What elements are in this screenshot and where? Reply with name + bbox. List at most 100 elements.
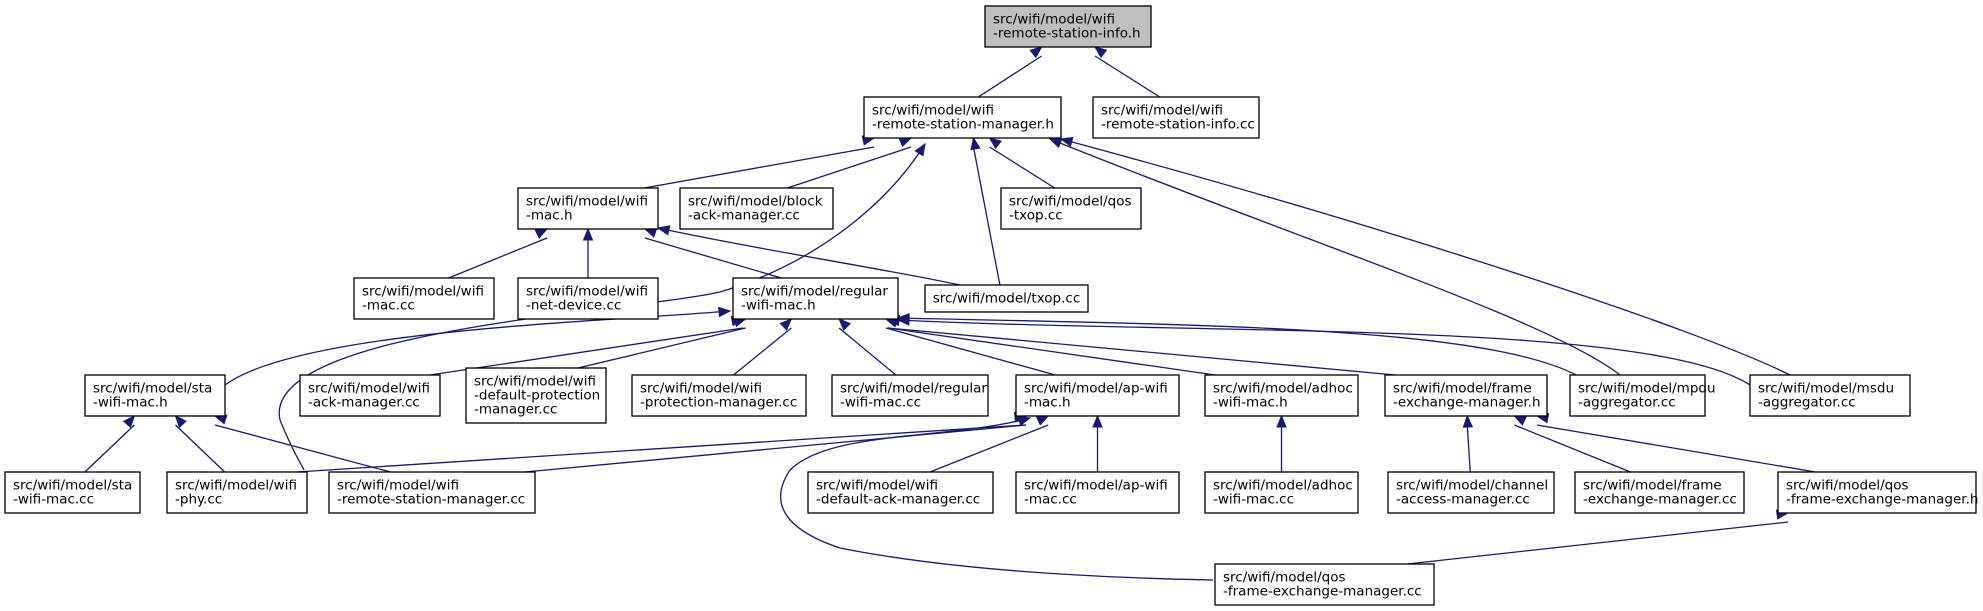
node-info_h[interactable]: src/wifi/model/wifi-remote-station-info.…: [984, 5, 1152, 48]
edge-regmac_h-to-ackman_cc: [429, 327, 744, 376]
node-label-line: -remote-station-manager.h: [872, 117, 1054, 133]
node-label-line: -txop.cc: [1009, 208, 1063, 224]
edge-fem_h-to-fem_cc: [1514, 424, 1631, 473]
edge-wifimac_h-to-wifimac_cc: [448, 237, 548, 279]
node-info_cc[interactable]: src/wifi/model/wifi-remote-station-info.…: [1092, 96, 1260, 139]
arrowhead-info_h-to-rsm_h: [1029, 46, 1043, 59]
edge-stamac_h-to-stamac_cc: [84, 424, 135, 473]
node-label-line: -access-manager.cc: [1396, 492, 1530, 508]
node-rsm_h[interactable]: src/wifi/model/wifi-remote-station-manag…: [863, 96, 1062, 139]
node-label-line: -exchange-manager.h: [1393, 395, 1541, 411]
node-label-line: -remote-station-info.cc: [1101, 117, 1255, 133]
arrowhead-wifimac_h-to-txop_cc: [656, 225, 671, 236]
node-qosfem_h[interactable]: src/wifi/model/qos-frame-exchange-manage…: [1777, 471, 1978, 514]
node-box-protman_cc: [631, 374, 807, 417]
node-rsm_cc[interactable]: src/wifi/model/wifi-remote-station-manag…: [328, 471, 536, 514]
node-stamac_cc[interactable]: src/wifi/model/sta-wifi-mac.cc: [4, 471, 141, 514]
node-mpdu_cc[interactable]: src/wifi/model/mpdu-aggregator.cc: [1569, 374, 1716, 417]
node-label-line: src/wifi/model/adhoc: [1213, 478, 1353, 494]
node-box-wifimac_cc: [353, 277, 495, 320]
node-box-fem_cc: [1574, 471, 1745, 514]
node-label-line: src/wifi/model/wifi: [816, 478, 938, 494]
node-label-line: -protection-manager.cc: [640, 395, 797, 411]
node-phy_cc[interactable]: src/wifi/model/wifi-phy.cc: [166, 471, 308, 514]
node-label-line: -mac.h: [526, 208, 573, 224]
node-txop_cc[interactable]: src/wifi/model/txop.cc: [924, 284, 1089, 313]
node-label-line: src/wifi/model/wifi: [362, 284, 484, 300]
node-label-line: src/wifi/model/ap-wifi: [1024, 478, 1168, 494]
node-box-txop_cc: [924, 284, 1089, 313]
node-defprot_cc[interactable]: src/wifi/model/wifi-default-protection-m…: [465, 367, 607, 424]
arrowhead-fem_h-to-fem_cc: [1513, 415, 1528, 426]
node-regmac_cc[interactable]: src/wifi/model/regular-wifi-mac.cc: [831, 374, 989, 417]
node-label-line: -aggregator.cc: [1758, 395, 1856, 411]
node-protman_cc[interactable]: src/wifi/model/wifi-protection-manager.c…: [631, 374, 807, 417]
node-adhocmac_cc[interactable]: src/wifi/model/adhoc-wifi-mac.cc: [1204, 471, 1359, 514]
node-label-line: -ack-manager.cc: [688, 208, 800, 224]
node-msdu_cc[interactable]: src/wifi/model/msdu-aggregator.cc: [1749, 374, 1911, 417]
edge-regmac_h-to-protman_cc: [733, 327, 792, 376]
edge-rsm_h-to-qostxop_cc: [989, 146, 1056, 189]
node-label-line: src/wifi/model/wifi: [526, 284, 648, 300]
edge-info_h-to-info_cc: [1094, 55, 1161, 98]
node-baman_cc[interactable]: src/wifi/model/block-ack-manager.cc: [679, 187, 834, 230]
node-label-line: -frame-exchange-manager.cc: [1223, 584, 1422, 600]
node-fem_cc[interactable]: src/wifi/model/frame-exchange-manager.cc: [1574, 471, 1745, 514]
node-chaccess_cc[interactable]: src/wifi/model/channel-access-manager.cc: [1387, 471, 1555, 514]
edge-rsm_h-to-wifimac_h: [644, 146, 875, 189]
node-regmac_h[interactable]: src/wifi/model/regular-wifi-mac.h: [732, 277, 899, 320]
edge-fem_h-to-qosfem_h: [1536, 424, 1816, 473]
node-defack_cc[interactable]: src/wifi/model/wifi-default-ack-manager.…: [807, 471, 994, 514]
edge-regmac_h-to-fem_h: [887, 327, 1396, 376]
graph-nodes: src/wifi/model/wifi -remote-station-info.…: [4, 5, 1978, 606]
arrowhead-rsm_h-to-msdu_cc: [1059, 136, 1074, 148]
edge-wifimac_h-to-regmac_h: [644, 237, 782, 279]
arrowhead-regmac_h-to-msdu_cc: [896, 315, 910, 326]
node-label-line: src/wifi/model/frame: [1583, 478, 1722, 494]
node-label-line: src/wifi/model/wifi: [474, 374, 596, 390]
node-label-line: -default-protection: [474, 388, 600, 404]
node-label-line: src/wifi/model/regular: [840, 381, 987, 397]
node-label-line: -mac.cc: [362, 298, 415, 314]
node-stamac_h[interactable]: src/wifi/model/sta-wifi-mac.h: [84, 374, 226, 417]
node-label-line: -net-device.cc: [526, 298, 621, 314]
node-ackman_cc[interactable]: src/wifi/model/wifi-ack-manager.cc: [299, 374, 441, 417]
node-label-line: -default-ack-manager.cc: [816, 492, 980, 508]
node-box-adhocmac_h: [1204, 374, 1359, 417]
node-apmac_h[interactable]: src/wifi/model/ap-wifi-mac.h: [1015, 374, 1180, 417]
node-box-apmac_cc: [1015, 471, 1180, 514]
node-box-netdev_cc: [517, 277, 659, 320]
node-label-line: -wifi-mac.h: [93, 395, 168, 411]
node-label-line: src/wifi/model/qos: [1223, 570, 1346, 586]
edge-regmac_h-to-apmac_h: [885, 327, 1056, 376]
node-wifimac_h[interactable]: src/wifi/model/wifi-mac.h: [517, 187, 659, 230]
node-box-rsm_cc: [328, 471, 536, 514]
node-label-line: src/wifi/model/qos: [1009, 194, 1132, 210]
edge-regmac_h-to-stamac_h: [224, 310, 731, 386]
node-box-chaccess_cc: [1387, 471, 1555, 514]
node-adhocmac_h[interactable]: src/wifi/model/adhoc-wifi-mac.h: [1204, 374, 1359, 417]
node-box-fem_h: [1384, 374, 1548, 417]
graph-edges: [84, 46, 1816, 581]
node-label-line: src/wifi/model/wifi: [526, 194, 648, 210]
node-qosfem_cc[interactable]: src/wifi/model/qos-frame-exchange-manage…: [1214, 563, 1435, 606]
node-fem_h[interactable]: src/wifi/model/frame-exchange-manager.h: [1384, 374, 1548, 417]
node-label-line: -manager.cc: [474, 402, 557, 418]
node-label-line: src/wifi/model/wifi: [308, 381, 430, 397]
node-box-info_cc: [1092, 96, 1260, 139]
node-apmac_cc[interactable]: src/wifi/model/ap-wifi-mac.cc: [1015, 471, 1180, 514]
arrowhead-regmac_h-to-regmac_cc: [838, 318, 851, 331]
edge-fem_h-to-chaccess_cc: [1466, 424, 1471, 473]
node-label-line: -remote-station-info.h: [993, 26, 1141, 42]
arrowhead-rsm_h-to-mpdu_cc: [1048, 138, 1063, 149]
arrowhead-rsm_h-to-qostxop_cc: [988, 137, 1002, 150]
edge-apmac_h-to-rsm_cc: [524, 424, 1027, 473]
node-box-stamac_h: [84, 374, 226, 417]
edge-regmac_h-to-msdu_cc: [897, 319, 1751, 386]
node-box-ackman_cc: [299, 374, 441, 417]
node-label-line: -remote-station-manager.cc: [337, 492, 525, 508]
node-qostxop_cc[interactable]: src/wifi/model/qos-txop.cc: [1000, 187, 1142, 230]
arrowhead-wifimac_h-to-wifimac_cc: [534, 228, 549, 239]
node-wifimac_cc[interactable]: src/wifi/model/wifi-mac.cc: [353, 277, 495, 320]
node-netdev_cc[interactable]: src/wifi/model/wifi-net-device.cc: [517, 277, 659, 320]
